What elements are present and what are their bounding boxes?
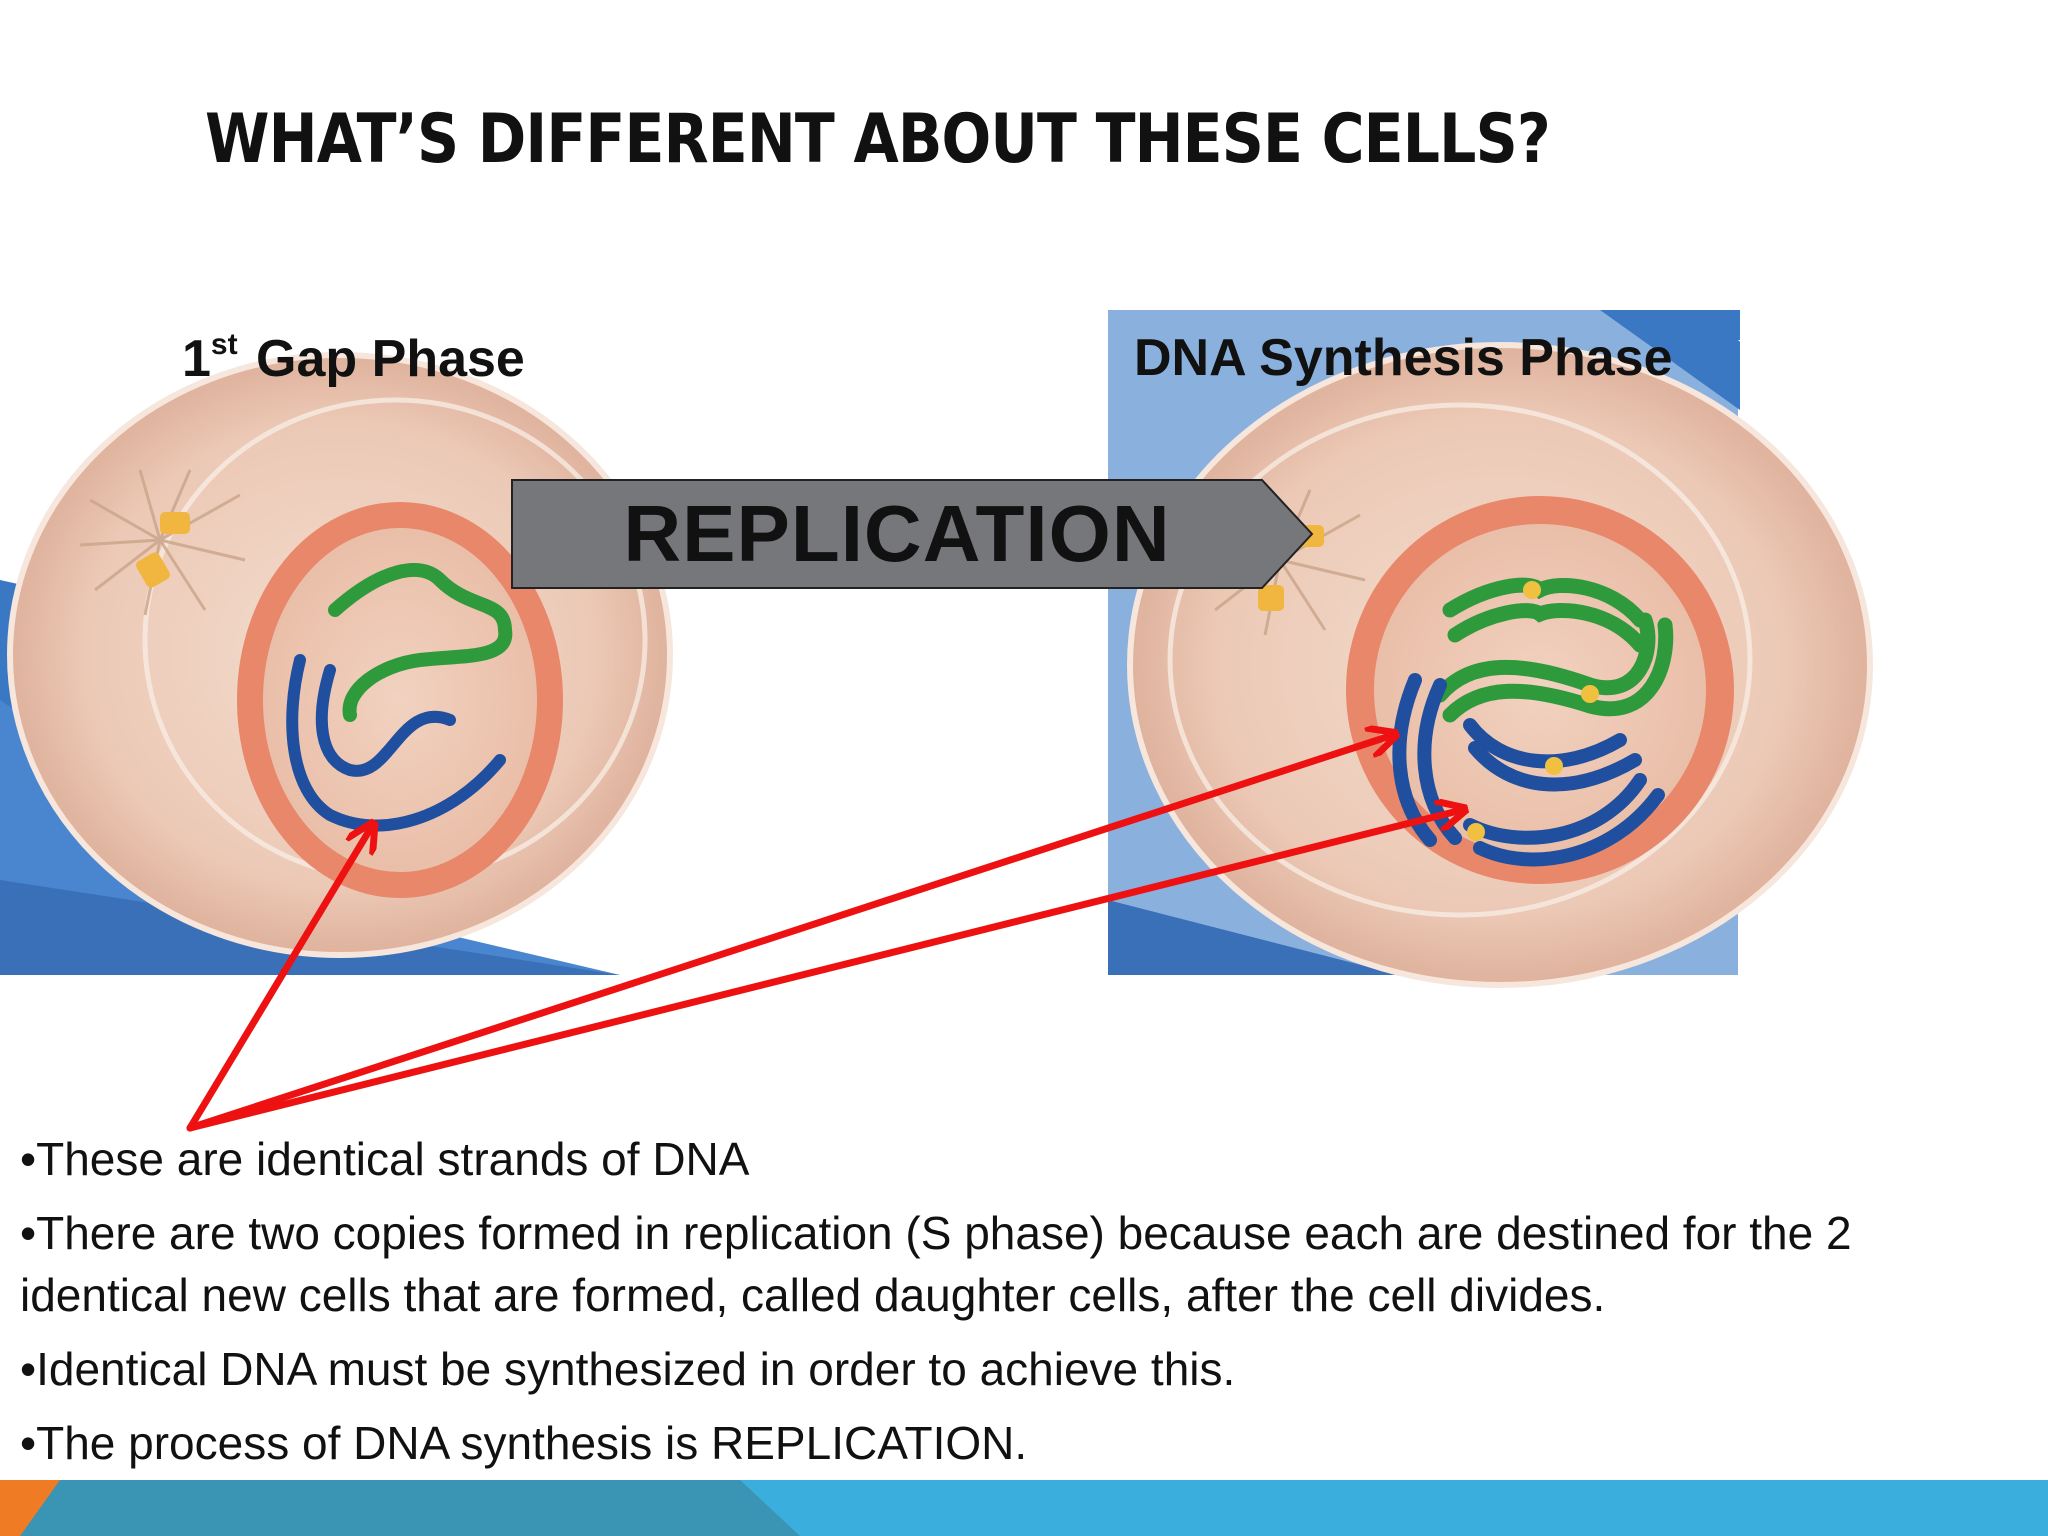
gap-phase-number: 1: [182, 330, 211, 388]
bottom-decorative-band: [0, 1480, 2048, 1536]
replication-label: REPLICATION: [512, 480, 1282, 588]
gap-phase-text: Gap Phase: [241, 330, 525, 388]
replication-arrow-shape: [511, 479, 1314, 589]
bullet-item: •These are identical strands of DNA: [20, 1133, 750, 1185]
annotation-arrows: [186, 735, 1462, 1132]
slide-title: WHAT’S DIFFERENT ABOUT THESE CELLS?: [205, 100, 1551, 179]
gap-phase-label: 1st Gap Phase: [182, 328, 525, 389]
bullet-item: •There are two copies formed in replicat…: [20, 1207, 1852, 1321]
bullet-item: •The process of DNA synthesis is REPLICA…: [20, 1417, 1028, 1469]
right-cell-illustration: [1108, 310, 1873, 988]
gap-phase-superscript: st: [210, 328, 238, 361]
left-cell-illustration: [0, 352, 673, 975]
annotation-arrow-left: [186, 826, 372, 1132]
left-centrioles: [79, 469, 246, 616]
replication-text: REPLICATION: [623, 489, 1171, 578]
bullet-list: •These are identical strands of DNA •The…: [20, 1128, 2030, 1486]
annotation-arrow-right-lower: [186, 810, 1462, 1132]
synthesis-phase-label: DNA Synthesis Phase: [1134, 329, 1673, 387]
annotation-arrow-right-upper: [186, 735, 1393, 1132]
bullet-item: •Identical DNA must be synthesized in or…: [20, 1343, 1236, 1395]
